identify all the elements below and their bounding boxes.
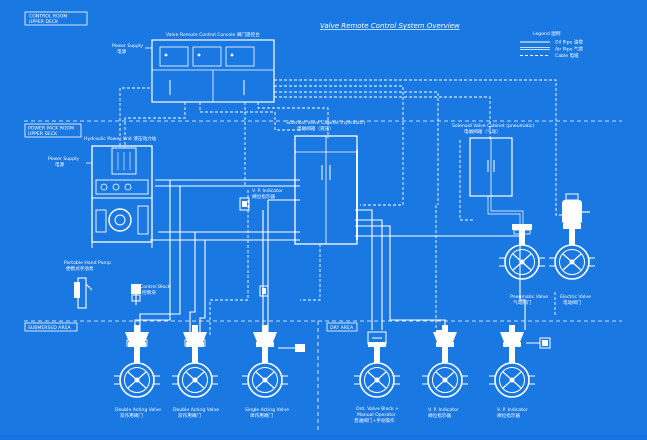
ordinary-valve-manual: Ord. Valve Block + Manual Operator 普通阀门+… (353, 331, 401, 424)
ordinary-valve-label-cn: 普通阀门+手动操作 (354, 417, 395, 424)
oil-pipes (134, 179, 526, 340)
solenoid-cabinet-hydraulic: Solenoid Valve Cabinet (hydraulic) 电磁阀箱（… (286, 120, 365, 245)
zone-label-submersed: SUBMERSED AREA (28, 325, 72, 331)
double-acting-valve-1-label: Double Acting Valve (115, 407, 161, 413)
vp-indicator-label: V. P. Indicator (252, 188, 283, 194)
vp-indicator-valve-1: V. P. Indicator 阀位指示器 (422, 325, 468, 419)
double-acting-valve-1: Double Acting Valve 双作用阀门 (114, 325, 161, 419)
double-acting-valve-1-label-cn: 双作用阀门 (120, 412, 143, 419)
electric-valve-label: Electric Valve (560, 294, 591, 300)
console-power-label: Power Supply (112, 43, 143, 49)
solenoid-cabinet-pneumatic: Solenoid Valve Cabinet (pneumatic) 电磁阀箱（… (452, 123, 535, 197)
single-acting-valve: Single Acting Valve 单作用阀门 (242, 325, 305, 419)
console-power-label-cn: 电源 (117, 48, 127, 55)
double-acting-valve-2-label-cn: 双作用阀门 (178, 412, 201, 419)
ordinary-valve-label: Ord. Valve Block + (356, 406, 399, 412)
control-block-label: Control Block (140, 284, 171, 290)
portable-hand-pump: Portable Hand Pump 便携式手动泵 (64, 260, 111, 309)
legend-oil-label: Oil Pipe 油管 (555, 39, 583, 46)
electric-valve: Electric Valve 电动阀门 (548, 193, 596, 306)
legend: Legend 图例 Oil Pipe 油管 Air Pipe 气管 Cable … (520, 30, 584, 59)
hpu-label: Hydraulic Power Unit 液压动力站 (84, 135, 157, 142)
vp-indicator-label-cn: 阀位指示器 (252, 193, 275, 200)
electric-valve-label-cn: 电动阀门 (563, 299, 582, 306)
zone-label-power-pack: POWER PACK ROOM (28, 126, 74, 132)
vp-valve-2-label-cn: 阀位指示器 (497, 412, 520, 419)
single-acting-valve-label-cn: 单作用阀门 (250, 412, 273, 419)
ordinary-valve-label-2: Manual Operator (357, 412, 396, 418)
vp-valve-1-label: V. P. Indicator (428, 407, 459, 413)
vp-valve-1-label-cn: 阀位指示器 (428, 412, 451, 419)
zone-label-dry: DRY AREA (330, 325, 354, 331)
legend-heading: Legend 图例 (533, 30, 561, 37)
hpu-power-label: Power Supply (48, 156, 79, 162)
double-acting-valve-2-label: Double Acting Valve (173, 407, 219, 413)
hand-pump-label: Portable Hand Pump (64, 260, 111, 266)
zone-labels: CONTROL ROOM UPPER DECK POWER PACK ROOM … (24, 11, 358, 332)
legend-cable-label: Cable 电缆 (555, 52, 579, 59)
hydraulic-power-unit: Hydraulic Power Unit 液压动力站 Power Supply … (48, 135, 157, 248)
vp-indicator-valve-2: V. P. Indicator 阀位指示器 (489, 325, 551, 419)
hpu-power-label-cn: 电源 (55, 161, 65, 168)
zone-boundaries (24, 120, 622, 430)
zone-label-control-room: CONTROL ROOM (29, 14, 67, 20)
cables (119, 79, 571, 335)
control-block-label-cn: 控制块 (142, 289, 156, 296)
console-label: Valve Remote Control Console 阀门遥控台 (166, 31, 260, 38)
vp-indicator-upper: V. P. Indicator 阀位指示器 (239, 188, 283, 211)
air-pipes (487, 196, 524, 226)
legend-air-label: Air Pipe 气管 (555, 46, 584, 53)
solenoid-pneumatic-label: Solenoid Valve Cabinet (pneumatic) (452, 123, 535, 129)
pneumatic-valve-label: Pneumatic Valve (510, 294, 548, 300)
control-console: Valve Remote Control Console 阀门遥控台 (151, 31, 275, 103)
solenoid-hydraulic-label: Solenoid Valve Cabinet (hydraulic) (286, 120, 365, 126)
vp-valve-2-label: V. P. Indicator (497, 407, 528, 413)
pneumatic-valve: Pneumatic Valve 气动阀门 (498, 223, 548, 306)
pneumatic-valve-label-cn: 气动阀门 (513, 299, 532, 306)
zone-label-control-room-deck: UPPER DECK (29, 19, 59, 25)
solenoid-pneumatic-label-cn: 电磁阀箱（气动） (464, 128, 501, 135)
zone-label-power-pack-deck: UPPER DECK (28, 131, 58, 137)
double-acting-valve-2: Double Acting Valve 双作用阀门 (172, 325, 219, 419)
control-block: Control Block 控制块 (131, 284, 269, 302)
single-acting-valve-label: Single Acting Valve (245, 407, 289, 413)
solenoid-hydraulic-label-cn: 电磁阀箱（液压） (297, 125, 334, 132)
diagram-title: Valve Remote Control System Overview (320, 22, 460, 30)
console-power-supply: Power Supply 电源 (112, 43, 152, 55)
hand-pump-label-cn: 便携式手动泵 (66, 265, 94, 272)
